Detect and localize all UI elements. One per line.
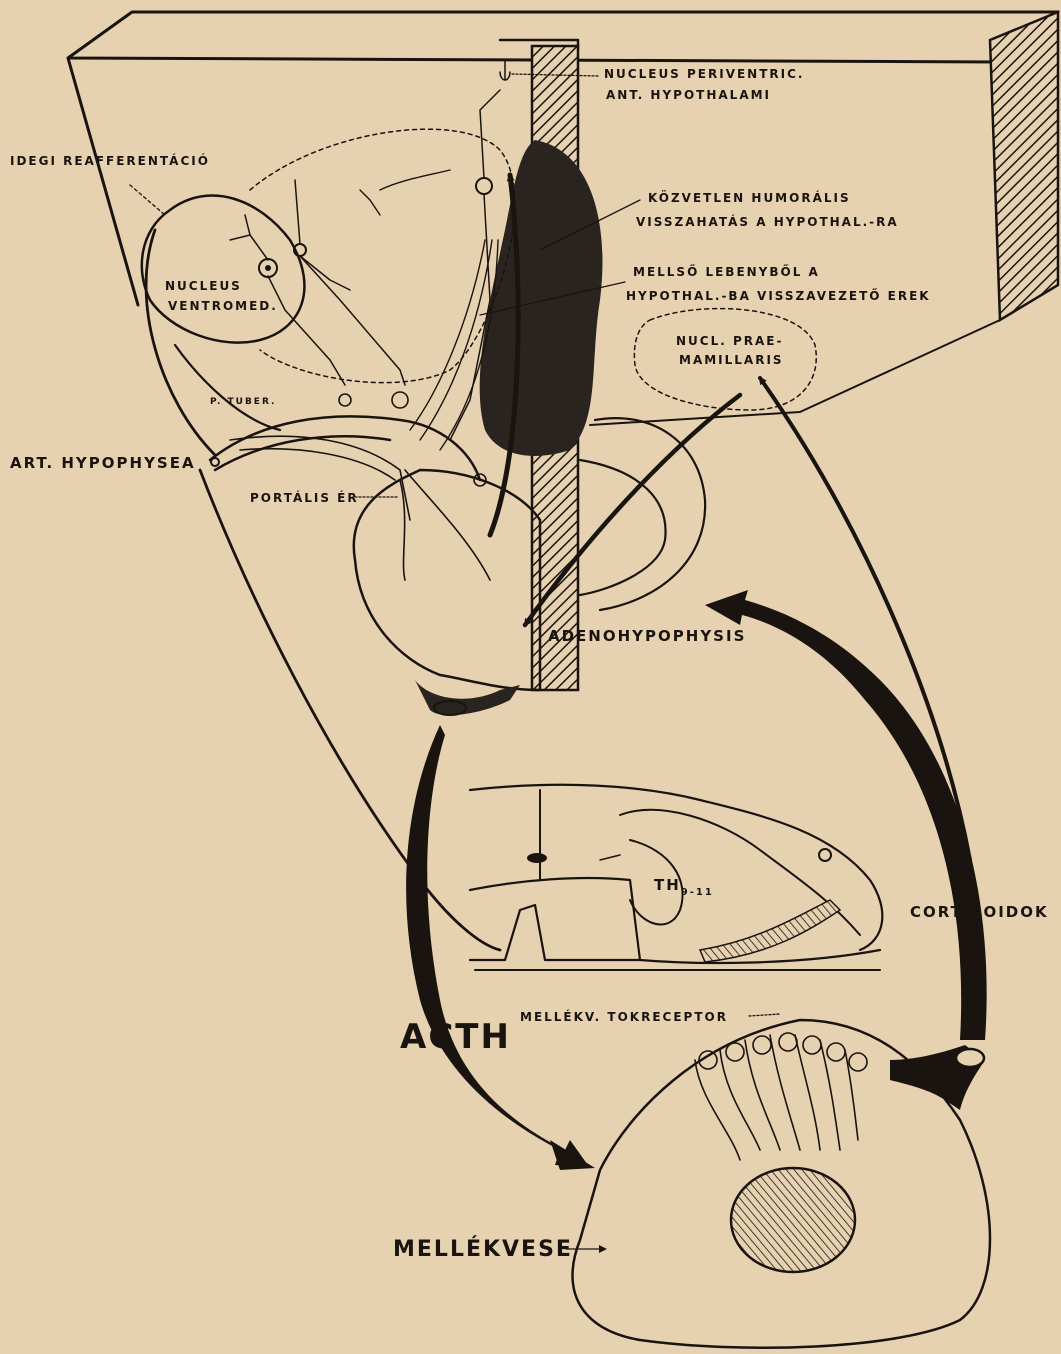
infundibulum — [210, 392, 490, 580]
label-adenohypophysis: ADENOHYPOPHYSIS — [548, 627, 746, 645]
dark-median-eminence — [480, 140, 603, 456]
neuron-hypothal — [294, 180, 405, 385]
label-mellso-lebenybol: MELLSŐ LEBENYBŐL A — [633, 264, 820, 279]
acth-arrow — [406, 725, 590, 1168]
posterior-lobe-curve — [580, 460, 666, 595]
adrenal-medulla — [731, 1168, 855, 1272]
label-mellekvese: MELLÉKVESE — [393, 1236, 573, 1262]
adrenal-cortex-cords — [695, 1033, 867, 1160]
label-portalis-er: PORTÁLIS ÉR — [250, 490, 359, 505]
label-corticoidok: CORTICOIDOK — [910, 903, 1049, 921]
block-side-hatch — [990, 12, 1058, 320]
adrenal-gland — [573, 1020, 991, 1348]
label-kozvetlen-humoralis: KÖZVETLEN HUMORÁLIS — [648, 190, 851, 205]
label-nucleus-periventric: NUCLEUS PERIVENTRIC. — [604, 67, 804, 81]
label-ventromed: VENTROMED. — [168, 299, 278, 313]
label-visszahatas: VISSZAHATÁS A HYPOTHAL.-RA — [636, 214, 899, 229]
label-idegi-reafferentacio: IDEGI REAFFERENTÁCIÓ — [10, 153, 210, 168]
axon-bundle — [360, 170, 498, 450]
label-mellekv-tokreceptor: MELLÉKV. TOKRECEPTOR — [520, 1009, 728, 1024]
label-mamillaris: MAMILLARIS — [679, 353, 784, 367]
dashed-region-hypothalamus — [250, 129, 515, 382]
label-acth: ACTH — [400, 1017, 511, 1057]
adenohypophysis-body — [354, 470, 540, 690]
label-nucleus: NUCLEUS — [165, 279, 242, 293]
label-art-hypophysea: ART. HYPOPHYSEA — [10, 454, 196, 472]
label-nucl-prae: NUCL. PRAE- — [676, 334, 783, 348]
label-p-tuber: P. TUBER. — [210, 397, 276, 407]
label-ant-hypothalami: ANT. HYPOTHALAMI — [606, 88, 771, 102]
label-th: TH9-11 — [654, 876, 714, 898]
corticoidok-arrow — [705, 590, 987, 1040]
nucleus-ventromed-outline — [142, 196, 305, 343]
label-visszavezeto-erek: HYPOTHAL.-BA VISSZAVEZETŐ EREK — [626, 288, 931, 303]
